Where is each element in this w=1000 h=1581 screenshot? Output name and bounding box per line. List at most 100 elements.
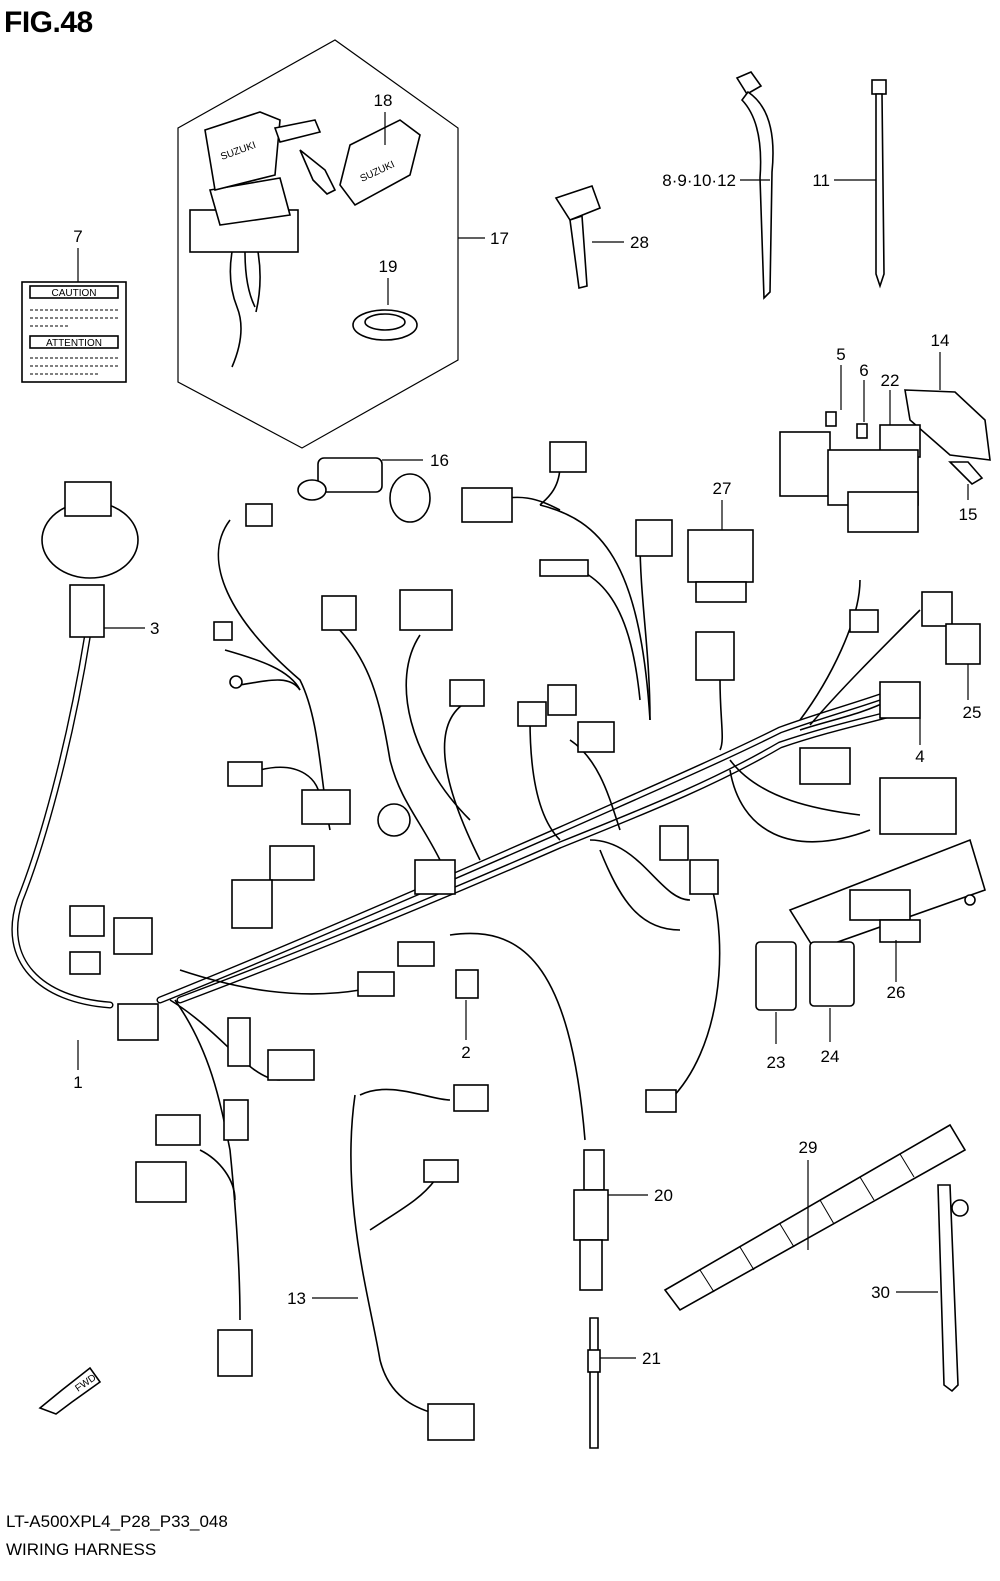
connector-o: [461, 487, 513, 523]
connector-y: [645, 1089, 677, 1113]
connector-al: [453, 1084, 489, 1112]
connector-w: [659, 825, 689, 861]
callout-16: 16: [430, 451, 449, 470]
callout-29: 29: [799, 1138, 818, 1157]
connector-j: [414, 859, 456, 895]
cable-tie-strap-11: [875, 93, 885, 289]
cable-tie-strap-30: [937, 1184, 959, 1393]
fuse-6: [856, 423, 868, 439]
connector-k: [547, 684, 577, 716]
connector-c: [227, 761, 263, 787]
connector-f: [449, 679, 485, 707]
connector-aj: [135, 1161, 187, 1203]
connector-a: [245, 503, 273, 527]
connector-am: [423, 1159, 459, 1183]
relay-27: [687, 529, 754, 583]
key-cover-18: [339, 119, 421, 207]
callout-28: 28: [630, 233, 649, 252]
attention-text: ATTENTION: [46, 338, 102, 349]
callout-24: 24: [821, 1047, 840, 1066]
caution-label-7: CAUTION ATTENTION: [21, 281, 127, 383]
connector-e: [399, 589, 453, 631]
cable-tie-clip-30: [951, 1199, 969, 1217]
callout-15: 15: [959, 505, 978, 524]
connector-ak: [217, 1329, 253, 1377]
o2-sensor-20: [573, 1149, 609, 1291]
connector-t: [849, 609, 879, 633]
callout-5: 5: [836, 345, 845, 364]
callout-23: 23: [767, 1053, 786, 1072]
connector-an: [427, 1403, 475, 1441]
callout-11: 11: [812, 171, 830, 190]
main-harness: [11, 464, 921, 1416]
callout-17: 17: [490, 229, 509, 248]
callout-7: 7: [73, 227, 82, 246]
caution-text: CAUTION: [52, 288, 97, 299]
connector-v: [879, 777, 957, 835]
callout-20: 20: [654, 1186, 673, 1205]
coupler-23: [755, 941, 797, 1011]
connector-b: [213, 621, 233, 641]
connector-z: [69, 905, 105, 937]
bracket-26: [788, 838, 986, 951]
connector-2: [455, 969, 479, 999]
fuse-box-main: [779, 431, 831, 497]
fuse-box-group: [687, 389, 991, 603]
connector-ab: [69, 951, 101, 975]
ignition-key-head: [204, 111, 281, 191]
connector-af: [227, 1017, 251, 1067]
connector-d: [321, 595, 357, 631]
round-connector: [377, 803, 411, 837]
connector-p: [539, 559, 589, 577]
callout-19: 19: [379, 257, 398, 276]
connector-q: [635, 519, 673, 557]
cable-tie-strap-8: [740, 90, 774, 300]
callout-6: 6: [859, 361, 868, 380]
figure-title: FIG.48: [4, 6, 93, 39]
leader-lines: [77, 112, 969, 1359]
fuse-5: [825, 411, 837, 427]
connector-u: [799, 747, 851, 785]
fwd-arrow: FWD: [38, 1366, 102, 1415]
gasket-21: [587, 1317, 601, 1449]
callout-2: 2: [461, 1043, 470, 1062]
key-28: [554, 184, 602, 289]
connector-ad: [397, 941, 435, 967]
figure-name: WIRING HARNESS: [6, 1540, 157, 1559]
cable-tie-head-8: [735, 71, 763, 96]
ground-terminal: [229, 675, 243, 689]
cable-ties: [735, 71, 969, 1393]
connector-4: [879, 681, 921, 719]
connector-aa: [113, 917, 153, 955]
connector-x: [689, 859, 719, 895]
connector-h: [269, 845, 315, 881]
figure-code: LT-A500XPL4_P28_P33_048: [6, 1512, 228, 1531]
corrugated-tube-29: [663, 1123, 967, 1312]
callout-26: 26: [887, 983, 906, 1002]
coupler-24: [809, 941, 855, 1007]
connector-l: [517, 701, 547, 727]
part-17-boundary: [177, 39, 459, 449]
accessory-socket-16: [297, 457, 431, 523]
connector-ah: [223, 1099, 249, 1141]
connector-s: [921, 591, 953, 627]
connector-25: [945, 623, 981, 665]
ignition-switch-group: SUZUKI SUZUKI: [177, 39, 459, 449]
callout-21-label: 21: [642, 1349, 661, 1368]
callout-1: 1: [73, 1073, 82, 1092]
callout-8-9-10-12: 8·9·10·12: [662, 171, 736, 190]
callout-25: 25: [963, 703, 982, 722]
connector-m: [577, 721, 615, 753]
connector-ac: [117, 1003, 159, 1041]
callout-22: 22: [881, 371, 900, 390]
bracket-15: [948, 461, 984, 486]
callout-13: 13: [287, 1289, 306, 1308]
connector-ag: [267, 1049, 315, 1081]
callout-14: 14: [931, 331, 950, 350]
connector-ai: [155, 1114, 201, 1146]
connector-i: [231, 879, 273, 929]
connector-ae: [357, 971, 395, 997]
callout-30: 30: [871, 1283, 890, 1302]
callout-27: 27: [713, 479, 732, 498]
